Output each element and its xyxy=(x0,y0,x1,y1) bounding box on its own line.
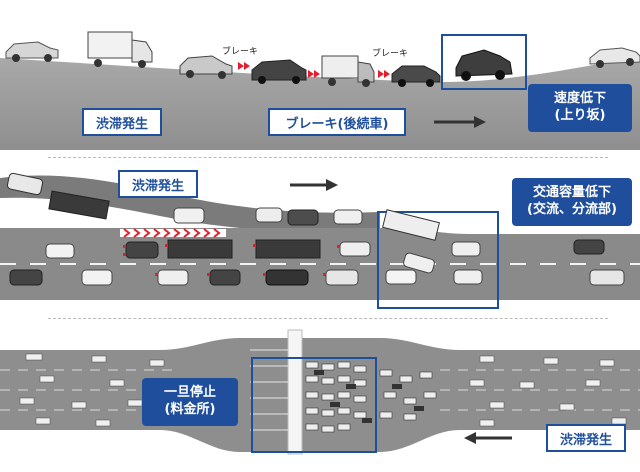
brake-marks-lane xyxy=(123,244,340,276)
lane-vehicle-8 xyxy=(325,269,359,286)
callout-uphill-slowdown: 速度低下 (上り坂) xyxy=(528,84,632,132)
ramp-vehicle-2 xyxy=(173,207,205,224)
brake-light-3 xyxy=(378,70,390,78)
highway-sparse-vehicles xyxy=(19,353,627,427)
callout-uphill-line-2: (上り坂) xyxy=(554,108,606,123)
truck-2 xyxy=(321,55,375,87)
callout-tollgate-line-2: (料金所) xyxy=(164,402,216,417)
lane-vehicle-4 xyxy=(81,269,113,286)
brake-light-1 xyxy=(238,62,250,70)
lane-vehicle-2 xyxy=(45,243,75,259)
toll-lane-markings xyxy=(250,349,288,431)
merge-vehicle-3 xyxy=(385,269,417,285)
ramp-truck xyxy=(48,190,110,220)
merge-vehicle-4 xyxy=(453,269,483,285)
lane-vehicle-3 xyxy=(9,269,43,286)
lane-truck-1 xyxy=(167,239,233,259)
panel-divider-2 xyxy=(48,318,608,319)
panel-tollgate xyxy=(0,329,640,455)
congestion-label-2: 渋滞発生 xyxy=(118,170,198,198)
callout-tollgate-line-1: 一旦停止 xyxy=(163,385,216,400)
lane-vehicle-6 xyxy=(209,269,241,286)
car-sedan-1 xyxy=(5,41,59,62)
lane-vehicle-11 xyxy=(589,269,625,286)
callout-uphill-line-1: 速度低下 xyxy=(553,91,606,106)
tollgate-dark-vehicles xyxy=(314,370,424,423)
lane-vehicle-1 xyxy=(125,241,159,259)
highlight-box-tollgate xyxy=(251,357,377,453)
ramp-vehicle-1 xyxy=(6,172,44,196)
car-coupe-4 xyxy=(391,65,441,87)
brake-tag-2: ブレーキ xyxy=(372,49,409,59)
congestion-label-3: 渋滞発生 xyxy=(546,424,626,452)
merge-vehicle-2 xyxy=(451,241,481,257)
direction-arrow-1 xyxy=(434,116,486,128)
car-slow-pickup xyxy=(455,49,513,81)
lane-vehicle-9 xyxy=(339,241,371,257)
toll-booth-strip xyxy=(287,329,303,455)
direction-arrow-3 xyxy=(464,432,512,444)
car-leading-convertible xyxy=(589,47,640,68)
merge-vehicle-1 xyxy=(403,252,435,274)
congestion-label-1: 渋滞発生 xyxy=(82,108,162,136)
merging-truck xyxy=(382,209,440,241)
lane-vehicle-7 xyxy=(265,269,309,286)
ramp-vehicle-4 xyxy=(287,209,319,226)
truck-1 xyxy=(87,31,153,68)
car-hatch-2 xyxy=(179,55,233,79)
ramp-vehicle-3 xyxy=(255,207,283,223)
callout-merge-capacity: 交通容量低下 (交流、分流部) xyxy=(512,178,632,226)
callout-merge-line-1: 交通容量低下 xyxy=(532,185,611,200)
ramp-vehicle-5 xyxy=(333,209,363,225)
car-suv-3 xyxy=(251,59,307,84)
panel-divider-1 xyxy=(48,157,608,158)
brake-light-2 xyxy=(308,70,320,78)
callout-merge-line-2: (交流、分流部) xyxy=(527,202,617,217)
brake-tag-1: ブレーキ xyxy=(222,47,259,57)
lane-vehicle-5 xyxy=(157,269,189,286)
lane-truck-2 xyxy=(255,239,321,259)
callout-tollgate-stop: 一旦停止 (料金所) xyxy=(142,378,238,426)
panel-merge xyxy=(0,172,640,309)
brake-following-label: ブレーキ(後続車) xyxy=(268,108,406,136)
tollgate-queued-vehicles xyxy=(305,361,437,433)
chevron-barrier xyxy=(120,228,226,238)
highlight-box-merge xyxy=(377,211,499,309)
highlight-box-uphill xyxy=(441,34,527,90)
direction-arrow-2 xyxy=(290,179,338,191)
lane-vehicle-10 xyxy=(573,239,605,255)
